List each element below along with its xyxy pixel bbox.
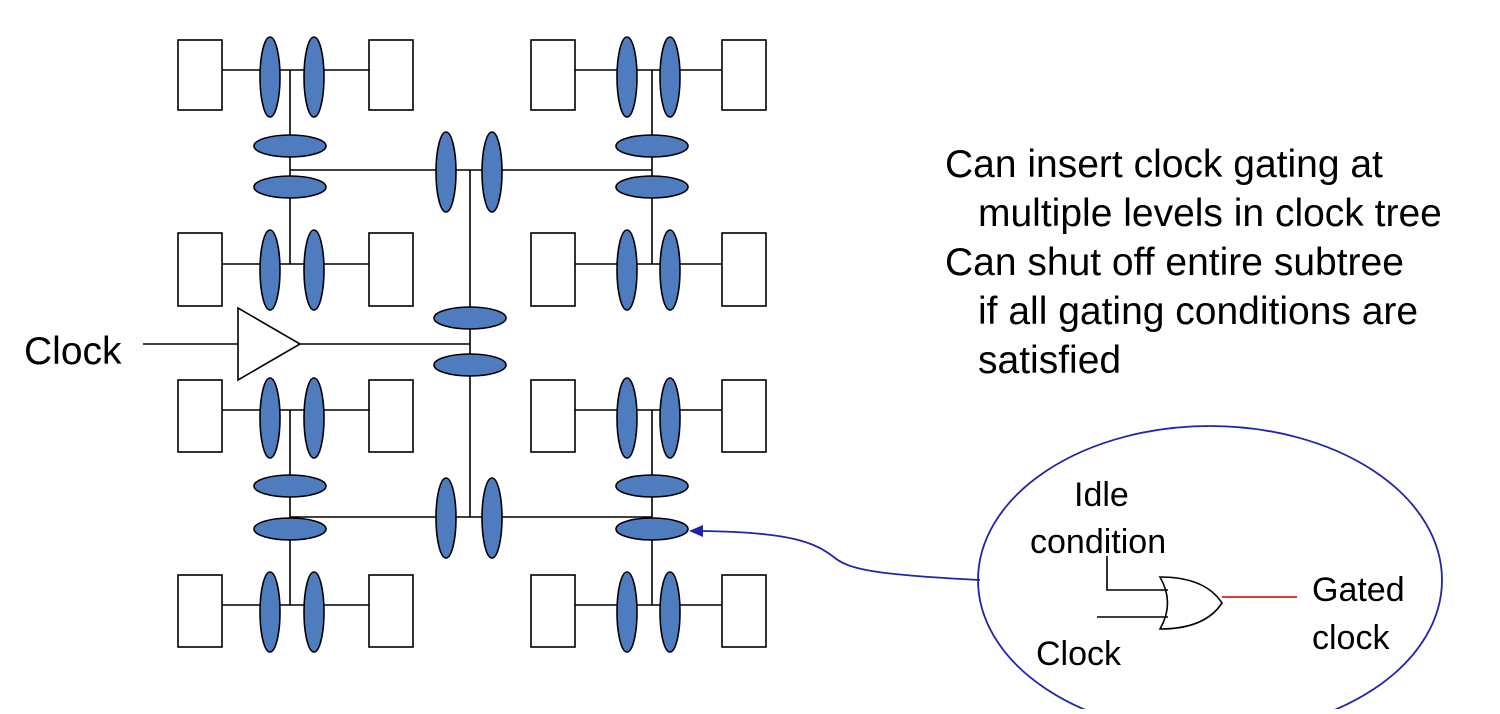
- branch-buffer: [481, 477, 503, 559]
- idle-label-line1: Idle: [1074, 476, 1129, 514]
- leaf-buffer: [303, 377, 325, 459]
- flip-flop-box: [368, 232, 414, 307]
- gated-label-line1: Gated: [1312, 571, 1405, 609]
- flip-flop-box: [530, 379, 576, 453]
- leaf-buffer: [259, 36, 281, 118]
- or-gate-symbol: [1158, 576, 1223, 630]
- leaf-buffer: [303, 36, 325, 118]
- leaf-buffer: [616, 229, 638, 311]
- flip-flop-box: [721, 39, 767, 111]
- leaf-buffer: [659, 571, 681, 653]
- trunk-buffer: [433, 353, 507, 377]
- flip-flop-box: [177, 39, 223, 111]
- leaf-buffer: [659, 229, 681, 311]
- note-line: Can insert clock gating at: [945, 143, 1383, 186]
- leaf-buffer: [659, 36, 681, 118]
- branch-buffer: [481, 131, 503, 213]
- leaf-buffer: [259, 571, 281, 653]
- inset-clock-label: Clock: [1036, 635, 1122, 673]
- gated-buffer-highlight: [615, 517, 689, 541]
- note-line: multiple levels in clock tree: [978, 192, 1442, 235]
- flip-flop-box: [368, 379, 414, 453]
- notes-text-block: Can insert clock gating at multiple leve…: [945, 140, 1442, 385]
- branch-buffer: [253, 517, 327, 541]
- callout-arrowhead: [689, 525, 703, 537]
- flip-flop-box: [530, 39, 576, 111]
- callout-arrow: [699, 530, 981, 581]
- leaf-buffer: [659, 377, 681, 459]
- flip-flop-box: [368, 39, 414, 111]
- note-line: if all gating conditions are: [978, 290, 1419, 333]
- leaf-buffer: [303, 571, 325, 653]
- flip-flop-box: [721, 379, 767, 453]
- idle-label-line2: condition: [1030, 523, 1166, 561]
- flip-flop-box: [721, 232, 767, 307]
- flip-flop-box: [530, 574, 576, 648]
- branch-buffer: [253, 134, 327, 158]
- branch-buffer: [615, 474, 689, 498]
- flip-flop-box: [177, 379, 223, 453]
- leaf-buffer: [259, 377, 281, 459]
- root-driver-buffer: [237, 306, 302, 382]
- zoom-inset-ellipse: [977, 425, 1443, 714]
- idle-condition-wire: [1106, 556, 1168, 591]
- leaf-buffer: [616, 571, 638, 653]
- leaf-buffer: [303, 229, 325, 311]
- flip-flop-box: [177, 574, 223, 648]
- leaf-buffer: [259, 229, 281, 311]
- clock-input-label: Clock: [24, 330, 122, 373]
- trunk-buffer: [433, 306, 507, 330]
- branch-buffer: [253, 474, 327, 498]
- flip-flop-box: [530, 232, 576, 307]
- gated-label-line2: clock: [1312, 619, 1390, 657]
- flip-flop-box: [721, 574, 767, 648]
- branch-buffer: [615, 134, 689, 158]
- leaf-buffer: [616, 377, 638, 459]
- note-line: Can shut off entire subtree: [945, 241, 1404, 284]
- branch-buffer: [253, 175, 327, 199]
- note-line: satisfied: [978, 339, 1122, 382]
- flip-flop-box: [368, 574, 414, 648]
- leaf-buffer: [616, 36, 638, 118]
- branch-buffer: [435, 477, 457, 559]
- branch-buffer: [615, 175, 689, 199]
- branch-buffer: [435, 131, 457, 213]
- flip-flop-box: [177, 232, 223, 307]
